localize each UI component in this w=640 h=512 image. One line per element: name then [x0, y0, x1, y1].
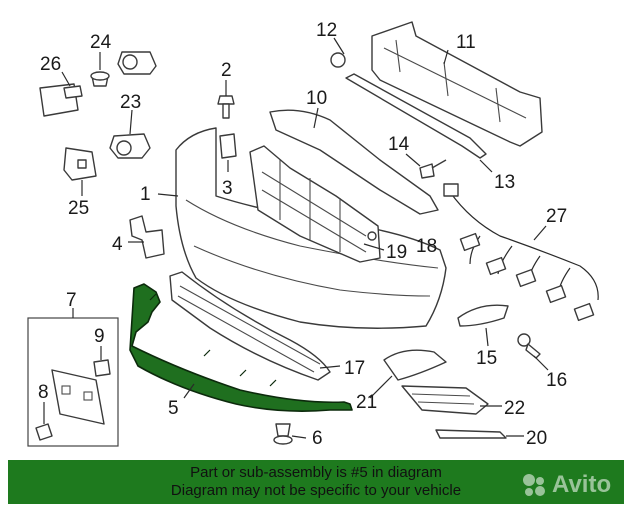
part-3-nut	[219, 133, 237, 172]
part-11-reinforcement	[371, 21, 543, 147]
part-17-lower-grille	[169, 271, 341, 381]
part-15-reflector	[457, 304, 509, 347]
callout-6: 6	[312, 428, 323, 449]
callout-5: 5	[168, 398, 179, 419]
callout-18: 18	[416, 236, 437, 257]
part-6-bolt	[273, 423, 307, 445]
callout-9: 9	[94, 326, 105, 347]
callout-27: 27	[546, 206, 567, 227]
callout-15: 15	[476, 348, 497, 369]
part-24-clip	[90, 52, 110, 87]
part-27-harness	[443, 183, 599, 322]
part-9-nut	[93, 346, 111, 377]
callout-26: 26	[40, 54, 61, 75]
part-16-screw	[517, 333, 549, 371]
callout-20: 20	[526, 428, 547, 449]
callout-2: 2	[221, 60, 232, 81]
part-21-cover	[369, 349, 447, 399]
part-23-sensor-top	[117, 51, 157, 75]
callout-22: 22	[504, 398, 525, 419]
callout-3: 3	[222, 178, 233, 199]
part-22-fog-grille	[401, 385, 502, 415]
part-4-bracket	[128, 215, 165, 259]
callout-21: 21	[356, 392, 377, 413]
part-8-screw	[35, 402, 53, 441]
callout-7: 7	[66, 290, 77, 311]
callout-12: 12	[316, 20, 337, 41]
part-19-screw	[363, 231, 385, 251]
callout-11: 11	[456, 32, 476, 53]
banner-line-2: Diagram may not be specific to your vehi…	[170, 482, 462, 499]
part-14-bolt	[405, 153, 447, 179]
part-2-bolt	[217, 80, 235, 119]
avito-watermark: Avito	[520, 468, 630, 502]
part-18-grille	[249, 145, 381, 263]
callout-1: 1	[140, 184, 151, 205]
part-7-license-bracket	[51, 369, 105, 425]
part-25-bracket	[63, 147, 97, 196]
callout-14: 14	[388, 134, 410, 155]
callout-13: 13	[494, 172, 515, 193]
part-10-absorber	[269, 107, 439, 215]
callout-16: 16	[546, 370, 567, 391]
info-banner: Part or sub-assembly is #5 in diagram Di…	[8, 460, 624, 504]
callout-19: 19	[386, 242, 407, 263]
avito-dots-icon	[523, 474, 545, 496]
part-13-strip	[345, 73, 493, 173]
callout-17: 17	[344, 358, 365, 379]
callout-23: 23	[120, 92, 141, 113]
callout-10: 10	[306, 88, 327, 109]
callout-4: 4	[112, 234, 123, 255]
part-5-lower-spoiler	[129, 283, 353, 412]
watermark-text: Avito	[552, 471, 612, 498]
callout-25: 25	[68, 198, 89, 219]
part-26-bracket	[39, 71, 83, 117]
part-12-nut	[330, 37, 346, 68]
callout-8: 8	[38, 382, 49, 403]
parts-diagram: 1 2 3 4 5 6 7 8 9 10 11 12 13 14 15 16 1…	[27, 20, 599, 449]
part-20-strip	[435, 429, 524, 439]
callout-24: 24	[90, 32, 112, 53]
part-23-sensor-bottom	[109, 109, 151, 159]
banner-line-1: Part or sub-assembly is #5 in diagram	[190, 464, 442, 481]
